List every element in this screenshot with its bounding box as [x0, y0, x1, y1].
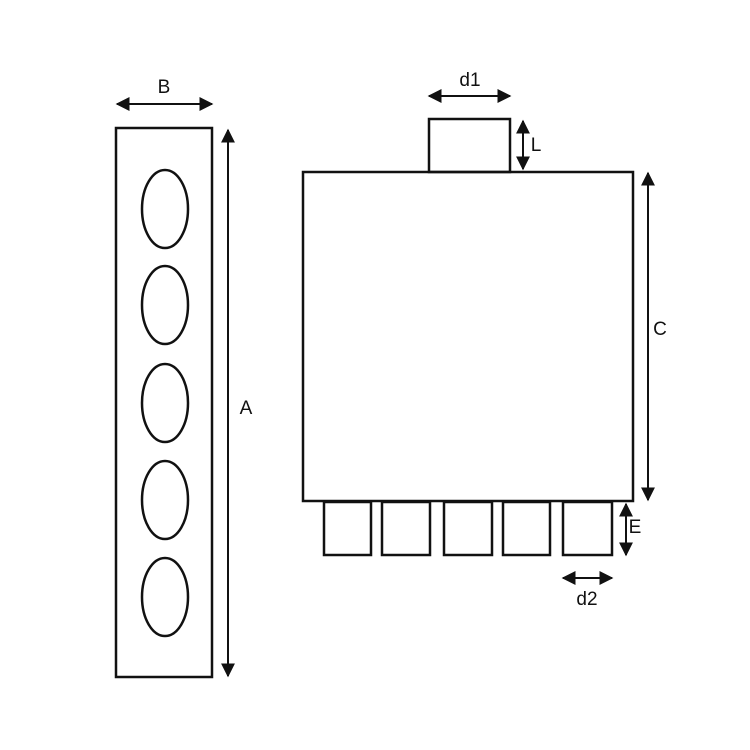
round-outlet	[140, 556, 190, 638]
dimension-d2-label: d2	[576, 589, 597, 610]
bottom-outlet	[501, 500, 552, 557]
top-inlet	[427, 117, 512, 174]
dimension-a-label: A	[240, 398, 253, 419]
main-body	[301, 170, 635, 503]
bottom-outlet	[561, 500, 614, 557]
dimension-b-label: B	[158, 77, 171, 98]
round-outlet	[140, 459, 190, 541]
front-view: B A	[114, 77, 253, 679]
dimension-d1-label: d1	[459, 70, 480, 91]
bottom-outlet	[322, 500, 373, 557]
round-outlet	[140, 264, 190, 346]
dimension-c-label: C	[653, 319, 667, 340]
bottom-outlet	[380, 500, 432, 557]
bottom-outlet	[442, 500, 494, 557]
side-view: d1 L C E d2	[301, 70, 667, 610]
dimension-e-label: E	[629, 517, 642, 538]
round-outlet	[140, 168, 190, 250]
dimension-l-label: L	[531, 135, 542, 156]
round-outlet	[140, 362, 190, 444]
front-plate	[114, 126, 214, 679]
